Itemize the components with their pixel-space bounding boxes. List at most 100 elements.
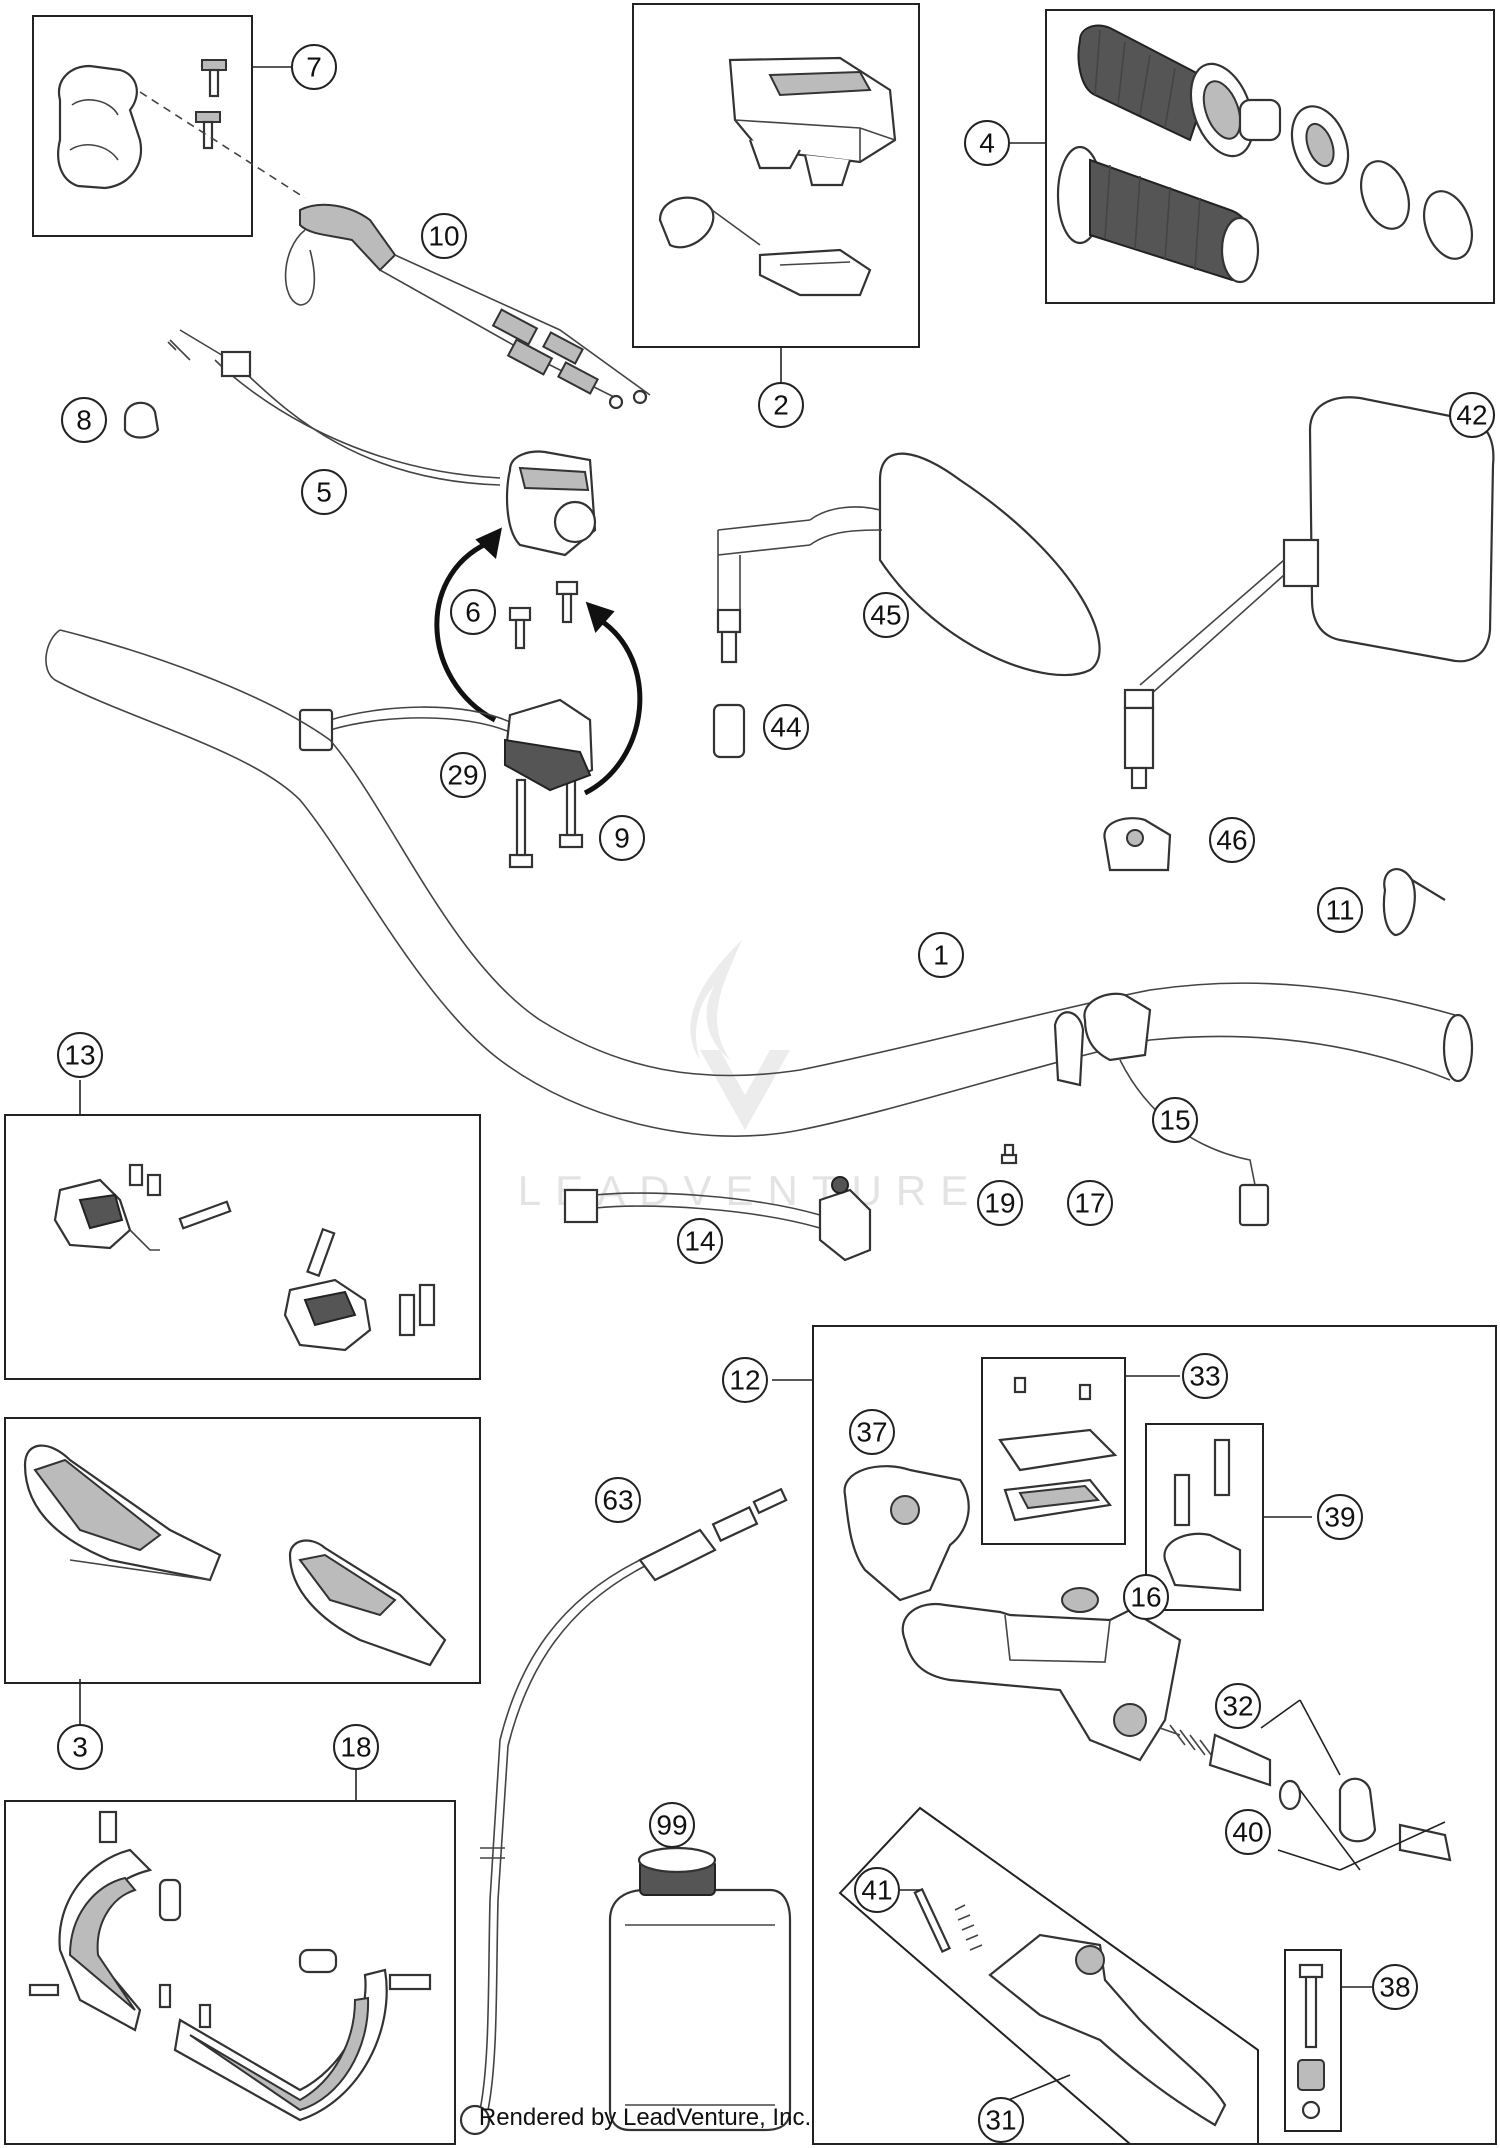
callout-29: 29 — [440, 752, 486, 798]
switch-lower-part — [298, 698, 594, 792]
group-box-38 — [1284, 1949, 1342, 2132]
handguard-brackets-part — [28, 1810, 432, 2122]
mount-kit-part — [53, 1163, 436, 1352]
group-box-3 — [4, 1417, 481, 1684]
group-box-33 — [981, 1357, 1126, 1545]
mirror-square-part — [1123, 396, 1495, 790]
footer-credit: Rendered by LeadVenture, Inc. — [479, 2104, 811, 2131]
callout-42: 42 — [1449, 392, 1495, 438]
leadventure-watermark: LEADVENTURE — [518, 940, 968, 1214]
callout-16: 16 — [1123, 1574, 1169, 1620]
svg-text:8: 8 — [76, 405, 92, 436]
callout-4: 4 — [964, 120, 1010, 166]
callout-44: 44 — [763, 704, 809, 750]
callout-38: 38 — [1372, 1964, 1418, 2010]
callout-45: 45 — [863, 592, 909, 638]
svg-text:19: 19 — [984, 1188, 1015, 1219]
callout-5: 5 — [301, 469, 347, 515]
group-box-7 — [32, 15, 253, 237]
svg-text:9: 9 — [614, 823, 630, 854]
assembly-arrowhead-left — [475, 527, 503, 559]
throttle-housing-part — [57, 59, 306, 199]
group-box-31 — [838, 1806, 1259, 2145]
group-box-4 — [1045, 9, 1495, 304]
grips-part — [1056, 24, 1473, 284]
clip-part — [123, 401, 160, 439]
brake-fluid-bottle-part — [608, 1846, 792, 2132]
svg-text:40: 40 — [1232, 1817, 1263, 1848]
callout-37: 37 — [849, 1409, 895, 1455]
svg-text:12: 12 — [729, 1365, 760, 1396]
svg-text:4: 4 — [979, 128, 995, 159]
handguards-part — [23, 1444, 447, 1667]
callout-63: 63 — [595, 1477, 641, 1523]
handlebar-part — [45, 629, 1474, 1137]
callout-18: 18 — [333, 1724, 379, 1770]
switch-housing-upper-part — [505, 450, 597, 557]
svg-text:33: 33 — [1189, 1361, 1220, 1392]
assembly-arrow-left — [434, 537, 497, 723]
svg-text:29: 29 — [447, 760, 478, 791]
callout-6: 6 — [450, 589, 496, 635]
group-box-13 — [4, 1114, 481, 1380]
group-box-18 — [4, 1800, 456, 2145]
callout-7: 7 — [291, 44, 337, 90]
callout-19: 19 — [977, 1180, 1023, 1226]
callout-2: 2 — [758, 382, 804, 428]
svg-text:11: 11 — [1325, 895, 1354, 926]
wire-harness-part — [167, 329, 501, 486]
svg-text:7: 7 — [306, 52, 322, 83]
callout-14: 14 — [677, 1218, 723, 1264]
svg-text:1: 1 — [933, 940, 949, 971]
svg-text:38: 38 — [1379, 1972, 1410, 2003]
svg-text:63: 63 — [602, 1485, 633, 1516]
svg-text:32: 32 — [1222, 1691, 1253, 1722]
callout-12: 12 — [722, 1357, 768, 1403]
svg-text:45: 45 — [870, 600, 901, 631]
leader-lines — [79, 66, 1446, 2104]
cable-tie-part — [1382, 868, 1446, 937]
svg-text:2: 2 — [773, 390, 789, 421]
callout-9: 9 — [599, 815, 645, 861]
group-box-2 — [632, 3, 920, 348]
callout-46: 46 — [1209, 817, 1255, 863]
brake-line-part — [459, 1487, 788, 2136]
svg-text:46: 46 — [1216, 825, 1247, 856]
callout-15: 15 — [1152, 1097, 1198, 1143]
callout-1: 1 — [918, 932, 964, 978]
callout-31: 31 — [978, 2097, 1024, 2143]
assembly-arrowhead-right — [585, 601, 615, 633]
callout-10: 10 — [421, 213, 467, 259]
switch-cover-part — [658, 56, 897, 297]
svg-text:13: 13 — [64, 1040, 95, 1071]
svg-text:41: 41 — [861, 1875, 892, 1906]
callout-39: 39 — [1317, 1494, 1363, 1540]
svg-text:16: 16 — [1130, 1582, 1161, 1613]
callout-40: 40 — [1225, 1809, 1271, 1855]
svg-text:39: 39 — [1324, 1502, 1355, 1533]
svg-text:17: 17 — [1074, 1188, 1105, 1219]
assembly-arrow-right — [583, 617, 643, 796]
svg-text:18: 18 — [340, 1732, 371, 1763]
screws-part-6-9 — [508, 580, 584, 869]
callout-17: 17 — [1067, 1180, 1113, 1226]
svg-text:44: 44 — [770, 712, 801, 743]
mirror-oval-part — [712, 452, 1172, 872]
callout-32: 32 — [1215, 1683, 1261, 1729]
brake-master-cylinder-part — [843, 1376, 1452, 2127]
svg-text:6: 6 — [465, 597, 481, 628]
clutch-switch-part — [1000, 992, 1270, 1227]
svg-text:15: 15 — [1159, 1105, 1190, 1136]
callout-8: 8 — [61, 397, 107, 443]
callout-13: 13 — [57, 1032, 103, 1078]
throttle-cables-part — [284, 203, 651, 410]
svg-text:42: 42 — [1456, 400, 1487, 431]
svg-text:5: 5 — [316, 477, 332, 508]
brake-switch-part — [563, 1176, 872, 1262]
svg-text:99: 99 — [656, 1810, 687, 1841]
svg-text:37: 37 — [856, 1417, 887, 1448]
svg-text:31: 31 — [985, 2105, 1016, 2136]
callout-11: 11 — [1317, 887, 1363, 933]
svg-text:10: 10 — [428, 221, 459, 252]
